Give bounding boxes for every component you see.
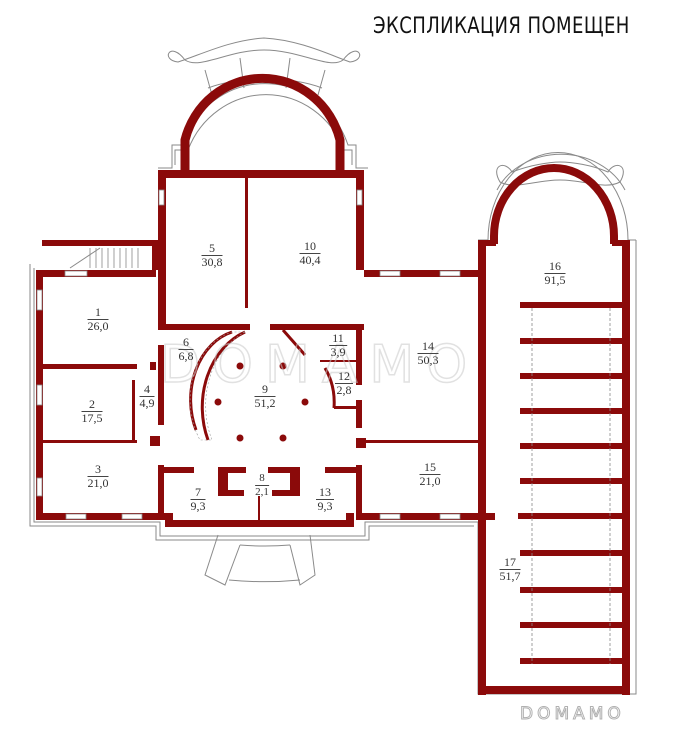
- watermark: DOMAMO: [159, 334, 480, 396]
- columns: [214, 362, 309, 442]
- footer-watermark: DOMAMO: [520, 704, 625, 725]
- spiral-staircase: [189, 330, 246, 441]
- top-bay-arch: [180, 73, 345, 172]
- staircase-top-left: [69, 247, 139, 269]
- right-bay-arch: [490, 164, 618, 244]
- windows: [36, 189, 461, 520]
- door-swing: [281, 329, 307, 356]
- explication-title: ЭКСПЛИКАЦИЯ ПОМЕЩЕН: [373, 14, 630, 39]
- walls: [36, 170, 630, 695]
- curved-wall-12: [323, 367, 336, 409]
- shelving-bars: [520, 302, 624, 664]
